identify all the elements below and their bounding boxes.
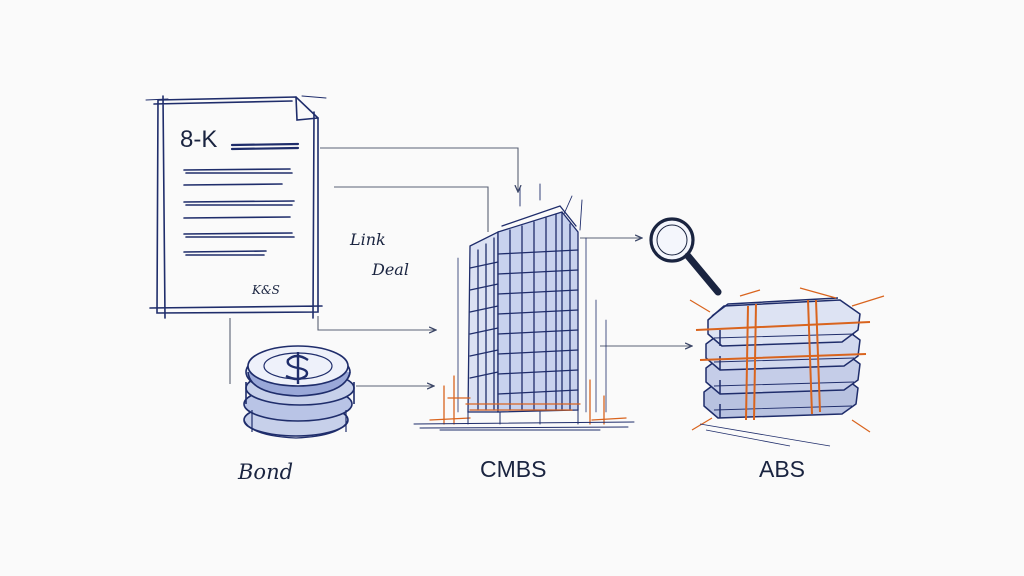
label-bond: Bond bbox=[238, 460, 294, 484]
annotation-link: Link bbox=[350, 230, 386, 249]
document-signature: K&S bbox=[252, 283, 280, 297]
connector-doc-to-cmbs-top bbox=[320, 147, 518, 192]
connector-lines bbox=[229, 147, 692, 386]
label-abs: ABS bbox=[759, 456, 806, 482]
annotation-deal: Deal bbox=[372, 260, 409, 279]
connector-doc-down bbox=[317, 316, 436, 330]
magnifying-glass-icon bbox=[649, 217, 722, 296]
document-icon bbox=[145, 95, 327, 319]
bundled-stack-icon bbox=[689, 287, 885, 447]
connector-doc-to-building bbox=[334, 186, 489, 232]
document-title: 8-K bbox=[180, 126, 218, 153]
label-cmbs: CMBS bbox=[480, 456, 547, 482]
skyscraper-icon bbox=[413, 183, 635, 431]
coin-stack-icon bbox=[243, 345, 355, 439]
